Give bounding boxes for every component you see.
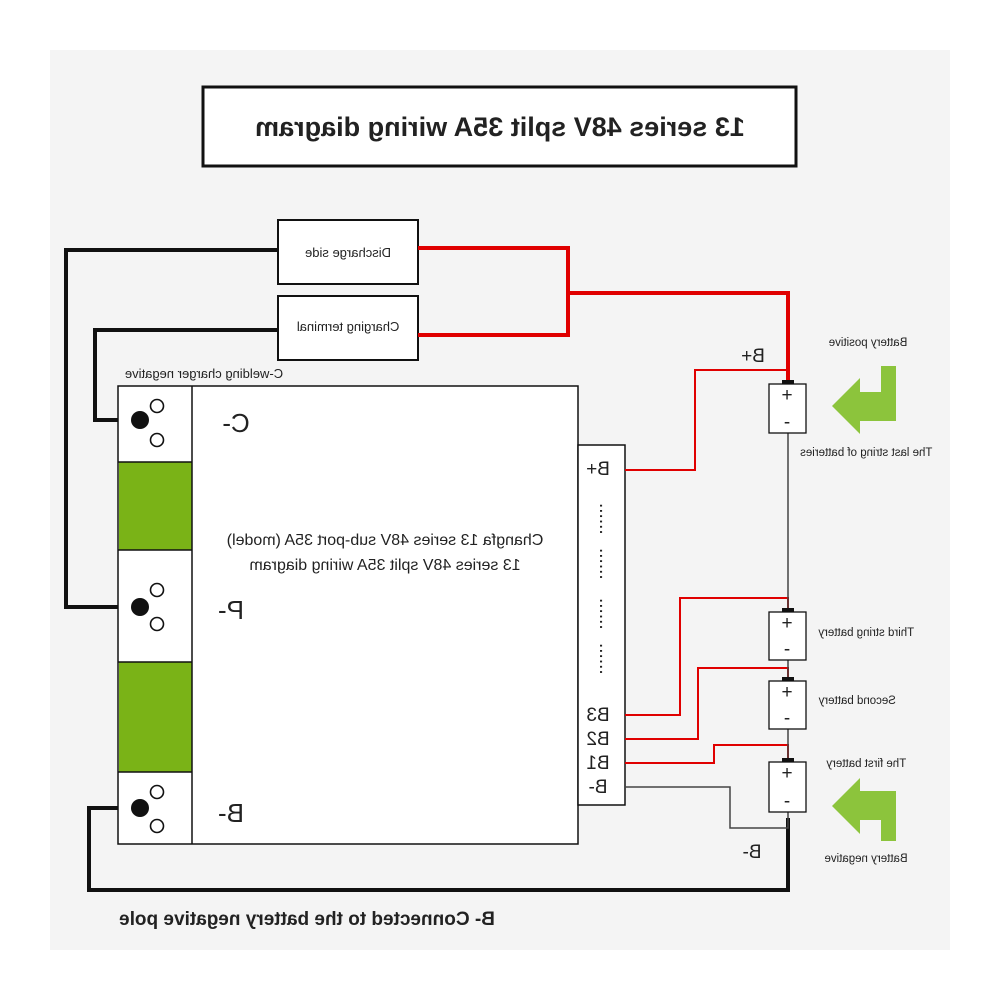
c-welding-label: C-welding charger negative — [125, 366, 283, 381]
board-description-line1: Changfa 13 series 48V sub-port 35A (mode… — [227, 532, 544, 549]
b-minus-terminal-label: B- — [218, 798, 244, 828]
cell-last-string: + - — [768, 380, 807, 434]
svg-text:+: + — [781, 385, 792, 406]
b-minus-solder-point — [131, 799, 149, 817]
connector-dots-2: ...... — [595, 548, 616, 580]
svg-text:-: - — [784, 639, 790, 660]
discharge-side-label: Discharge side — [305, 245, 391, 260]
cell-first: + - — [768, 758, 807, 813]
c-minus-solder-point — [131, 411, 149, 429]
charging-terminal-label: Charging terminal — [297, 319, 400, 334]
b-minus-hole-bottom — [149, 818, 165, 834]
pin-b3-label: B3 — [586, 705, 609, 726]
battery-positive-wire — [568, 291, 790, 382]
bottom-note: B- Connected to the battery negative pol… — [119, 909, 495, 930]
balance-wire-b-minus — [625, 786, 789, 829]
balance-wire-b-plus — [625, 369, 789, 471]
b-minus-wire-label: B- — [743, 842, 762, 863]
connector-dots-3: ...... — [595, 598, 616, 630]
svg-text:+: + — [781, 763, 792, 784]
bms-board — [117, 385, 579, 845]
second-battery-label: Second battery — [818, 695, 896, 707]
charging-terminal-box — [277, 295, 419, 361]
balance-connector — [577, 444, 626, 806]
svg-text:+: + — [781, 613, 792, 634]
p-minus-hole-top — [149, 582, 165, 598]
third-string-label: Third string battery — [818, 627, 914, 639]
pin-b2-label: B2 — [586, 729, 609, 750]
green-pad-top — [119, 462, 192, 550]
p-minus-solder-point — [131, 598, 149, 616]
negative-arrow-icon — [832, 778, 896, 841]
svg-text:+: + — [781, 682, 792, 703]
b-minus-hole-top — [149, 784, 165, 800]
battery-positive-label: Battery positive — [829, 337, 908, 349]
svg-text:-: - — [784, 791, 790, 812]
positive-arrow-icon — [832, 366, 896, 434]
pin-b-plus-label: B+ — [586, 459, 610, 480]
diagram-title: 13 series 48V split 35A wiring diagram — [255, 112, 745, 142]
c-minus-label: C- — [222, 408, 249, 438]
svg-text:-: - — [784, 412, 790, 433]
board-description-line2: 13 series 48V split 35A wiring diagram — [249, 557, 520, 574]
connector-dots-4: ...... — [595, 643, 616, 675]
green-pad-bottom — [119, 662, 192, 772]
battery-negative-main-wire — [87, 806, 790, 892]
p-minus-label: P- — [218, 595, 244, 625]
discharge-negative-wire — [64, 248, 278, 609]
c-minus-hole-top — [149, 398, 165, 414]
connector-dots-1: ...... — [595, 503, 616, 535]
first-battery-label: The first battery — [826, 758, 906, 770]
battery-negative-label: Battery negative — [824, 853, 907, 865]
title-box — [201, 85, 798, 168]
cell-third-string: + - — [768, 608, 807, 661]
last-string-label: The last string of batteries — [800, 447, 933, 459]
c-minus-hole-bottom — [149, 432, 165, 448]
pin-b-minus-label: B- — [589, 777, 608, 798]
cell-second: + - — [768, 677, 807, 730]
pin-b1-label: B1 — [586, 753, 609, 774]
p-minus-hole-bottom — [149, 616, 165, 632]
b-plus-label: B+ — [741, 346, 765, 367]
svg-text:-: - — [784, 708, 790, 729]
